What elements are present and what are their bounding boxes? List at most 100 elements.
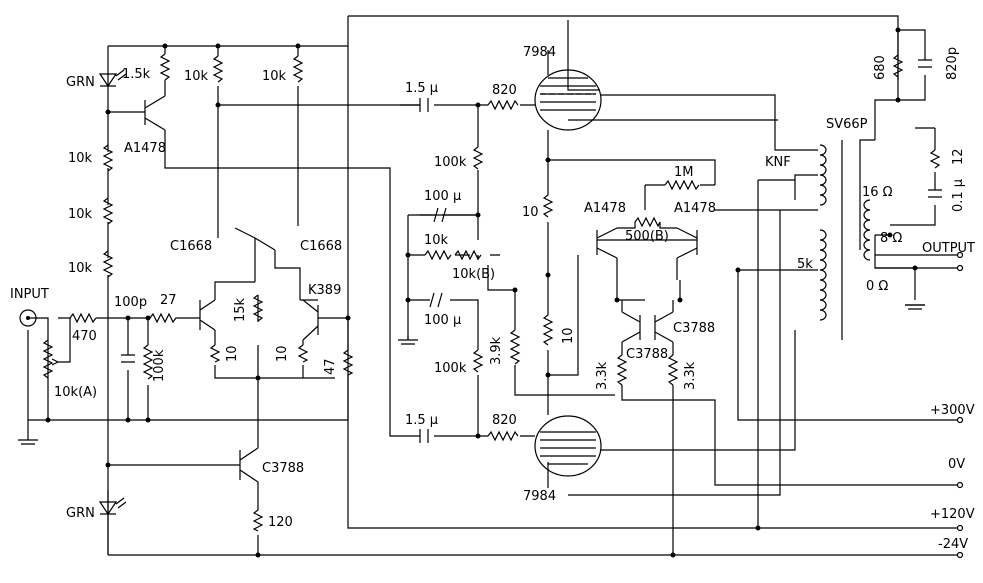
svg-text:12: 12	[951, 148, 966, 165]
resistor-vr-500-b	[634, 216, 661, 228]
svg-text:100k: 100k	[152, 349, 167, 382]
svg-text:C1668: C1668	[170, 239, 212, 254]
resistor-12	[929, 149, 941, 169]
svg-text:120: 120	[268, 515, 293, 530]
svg-text:500(B): 500(B)	[625, 229, 669, 244]
svg-text:5k: 5k	[797, 257, 813, 272]
svg-text:15k: 15k	[233, 297, 248, 322]
resistor-100k-in	[142, 344, 154, 380]
resistor-10-l	[209, 344, 221, 363]
cap-0u1	[928, 189, 942, 198]
cap-1u5-bot	[419, 429, 429, 443]
svg-text:100k: 100k	[434, 361, 467, 376]
svg-text:820: 820	[492, 413, 517, 428]
ground-out	[905, 304, 925, 310]
resistor-10k-chain3	[102, 250, 114, 278]
wires	[27, 15, 958, 556]
svg-text:100p: 100p	[114, 295, 147, 310]
svg-text:K389: K389	[308, 283, 341, 298]
svg-text:10k(B): 10k(B)	[452, 267, 495, 282]
label-tube-bottom: 7984	[523, 489, 556, 504]
svg-text:1M: 1M	[674, 165, 694, 180]
svg-text:27: 27	[160, 293, 177, 308]
svg-text:16 Ω: 16 Ω	[862, 185, 893, 200]
svg-text:C3788: C3788	[262, 461, 304, 476]
resistor-15k	[252, 294, 264, 322]
label-grn-top: GRN	[66, 75, 95, 90]
svg-text:+120V: +120V	[930, 507, 975, 522]
svg-text:C3788: C3788	[626, 347, 668, 362]
resistor-680	[892, 54, 904, 78]
ground-mid	[398, 335, 418, 345]
resistor-10k-mid	[424, 249, 452, 261]
svg-text:3.3k: 3.3k	[595, 361, 610, 390]
svg-text:47: 47	[323, 358, 338, 375]
resistor-3k3-l	[616, 354, 628, 386]
resistor-vr-10k-b	[454, 249, 482, 261]
svg-text:+300V: +300V	[930, 403, 975, 418]
svg-text:820: 820	[492, 83, 517, 98]
resistor-120	[252, 509, 264, 532]
label-knf: KNF	[765, 155, 791, 170]
svg-text:680: 680	[873, 55, 888, 80]
svg-text:10: 10	[561, 327, 576, 344]
svg-text:10: 10	[275, 345, 290, 362]
label-transformer: SV66P	[826, 117, 868, 132]
tubes	[534, 69, 602, 477]
label-tube-top: 7984	[523, 45, 556, 60]
svg-text:100 μ: 100 μ	[424, 313, 461, 328]
resistor-100k-top	[472, 146, 484, 170]
svg-text:10k: 10k	[424, 233, 449, 248]
resistor-1m	[664, 179, 700, 191]
cap-100p	[121, 354, 135, 363]
svg-text:-24V: -24V	[938, 537, 968, 552]
resistor-47	[342, 349, 354, 376]
svg-text:10k: 10k	[262, 69, 287, 84]
svg-text:1.5k: 1.5k	[122, 67, 151, 82]
svg-text:0.1 μ: 0.1 μ	[951, 179, 966, 212]
resistor-10-r	[297, 344, 309, 363]
resistor-470	[69, 312, 97, 324]
ground-input	[18, 420, 38, 445]
tube-top	[534, 69, 602, 131]
svg-text:3.3k: 3.3k	[683, 361, 698, 390]
svg-text:10k: 10k	[68, 207, 93, 222]
resistor-10k-chain2	[102, 197, 114, 225]
resistor-1k5	[159, 53, 171, 81]
primary-coil	[819, 144, 827, 321]
svg-text:0 Ω: 0 Ω	[866, 279, 888, 294]
vr-10k-a	[42, 318, 71, 379]
resistors	[69, 53, 941, 532]
cap-100u-top	[420, 207, 478, 223]
junctions	[45, 27, 918, 558]
resistor-10k-chain1	[102, 144, 114, 172]
svg-text:C1668: C1668	[300, 239, 342, 254]
svg-text:C3788: C3788	[673, 321, 715, 336]
svg-text:3.9k: 3.9k	[489, 336, 504, 365]
svg-text:A1478: A1478	[674, 201, 716, 216]
svg-text:1.5 μ: 1.5 μ	[405, 81, 438, 96]
cap-820p	[918, 59, 932, 68]
resistor-3k9	[509, 329, 521, 365]
svg-text:0V: 0V	[948, 457, 965, 472]
svg-text:470: 470	[72, 329, 97, 344]
capacitors	[121, 59, 942, 443]
resistor-100k-bot	[472, 349, 484, 373]
label-input: INPUT	[10, 287, 49, 302]
tube-bottom	[534, 415, 602, 477]
led-bottom-icon	[98, 497, 127, 516]
label-grn-bottom: GRN	[66, 506, 95, 521]
resistor-3k3-r	[667, 354, 679, 386]
resistor-27	[149, 312, 182, 324]
resistor-10-bot	[542, 314, 554, 346]
label-output: OUTPUT	[922, 241, 975, 256]
svg-text:8 Ω: 8 Ω	[880, 231, 902, 246]
svg-text:10k: 10k	[184, 69, 209, 84]
svg-text:10k: 10k	[68, 261, 93, 276]
resistor-820-bot	[487, 430, 519, 442]
output-transformer	[819, 140, 871, 340]
svg-text:820p: 820p	[945, 47, 960, 80]
cap-1u5-top	[400, 98, 429, 112]
svg-text:10k: 10k	[68, 151, 93, 166]
